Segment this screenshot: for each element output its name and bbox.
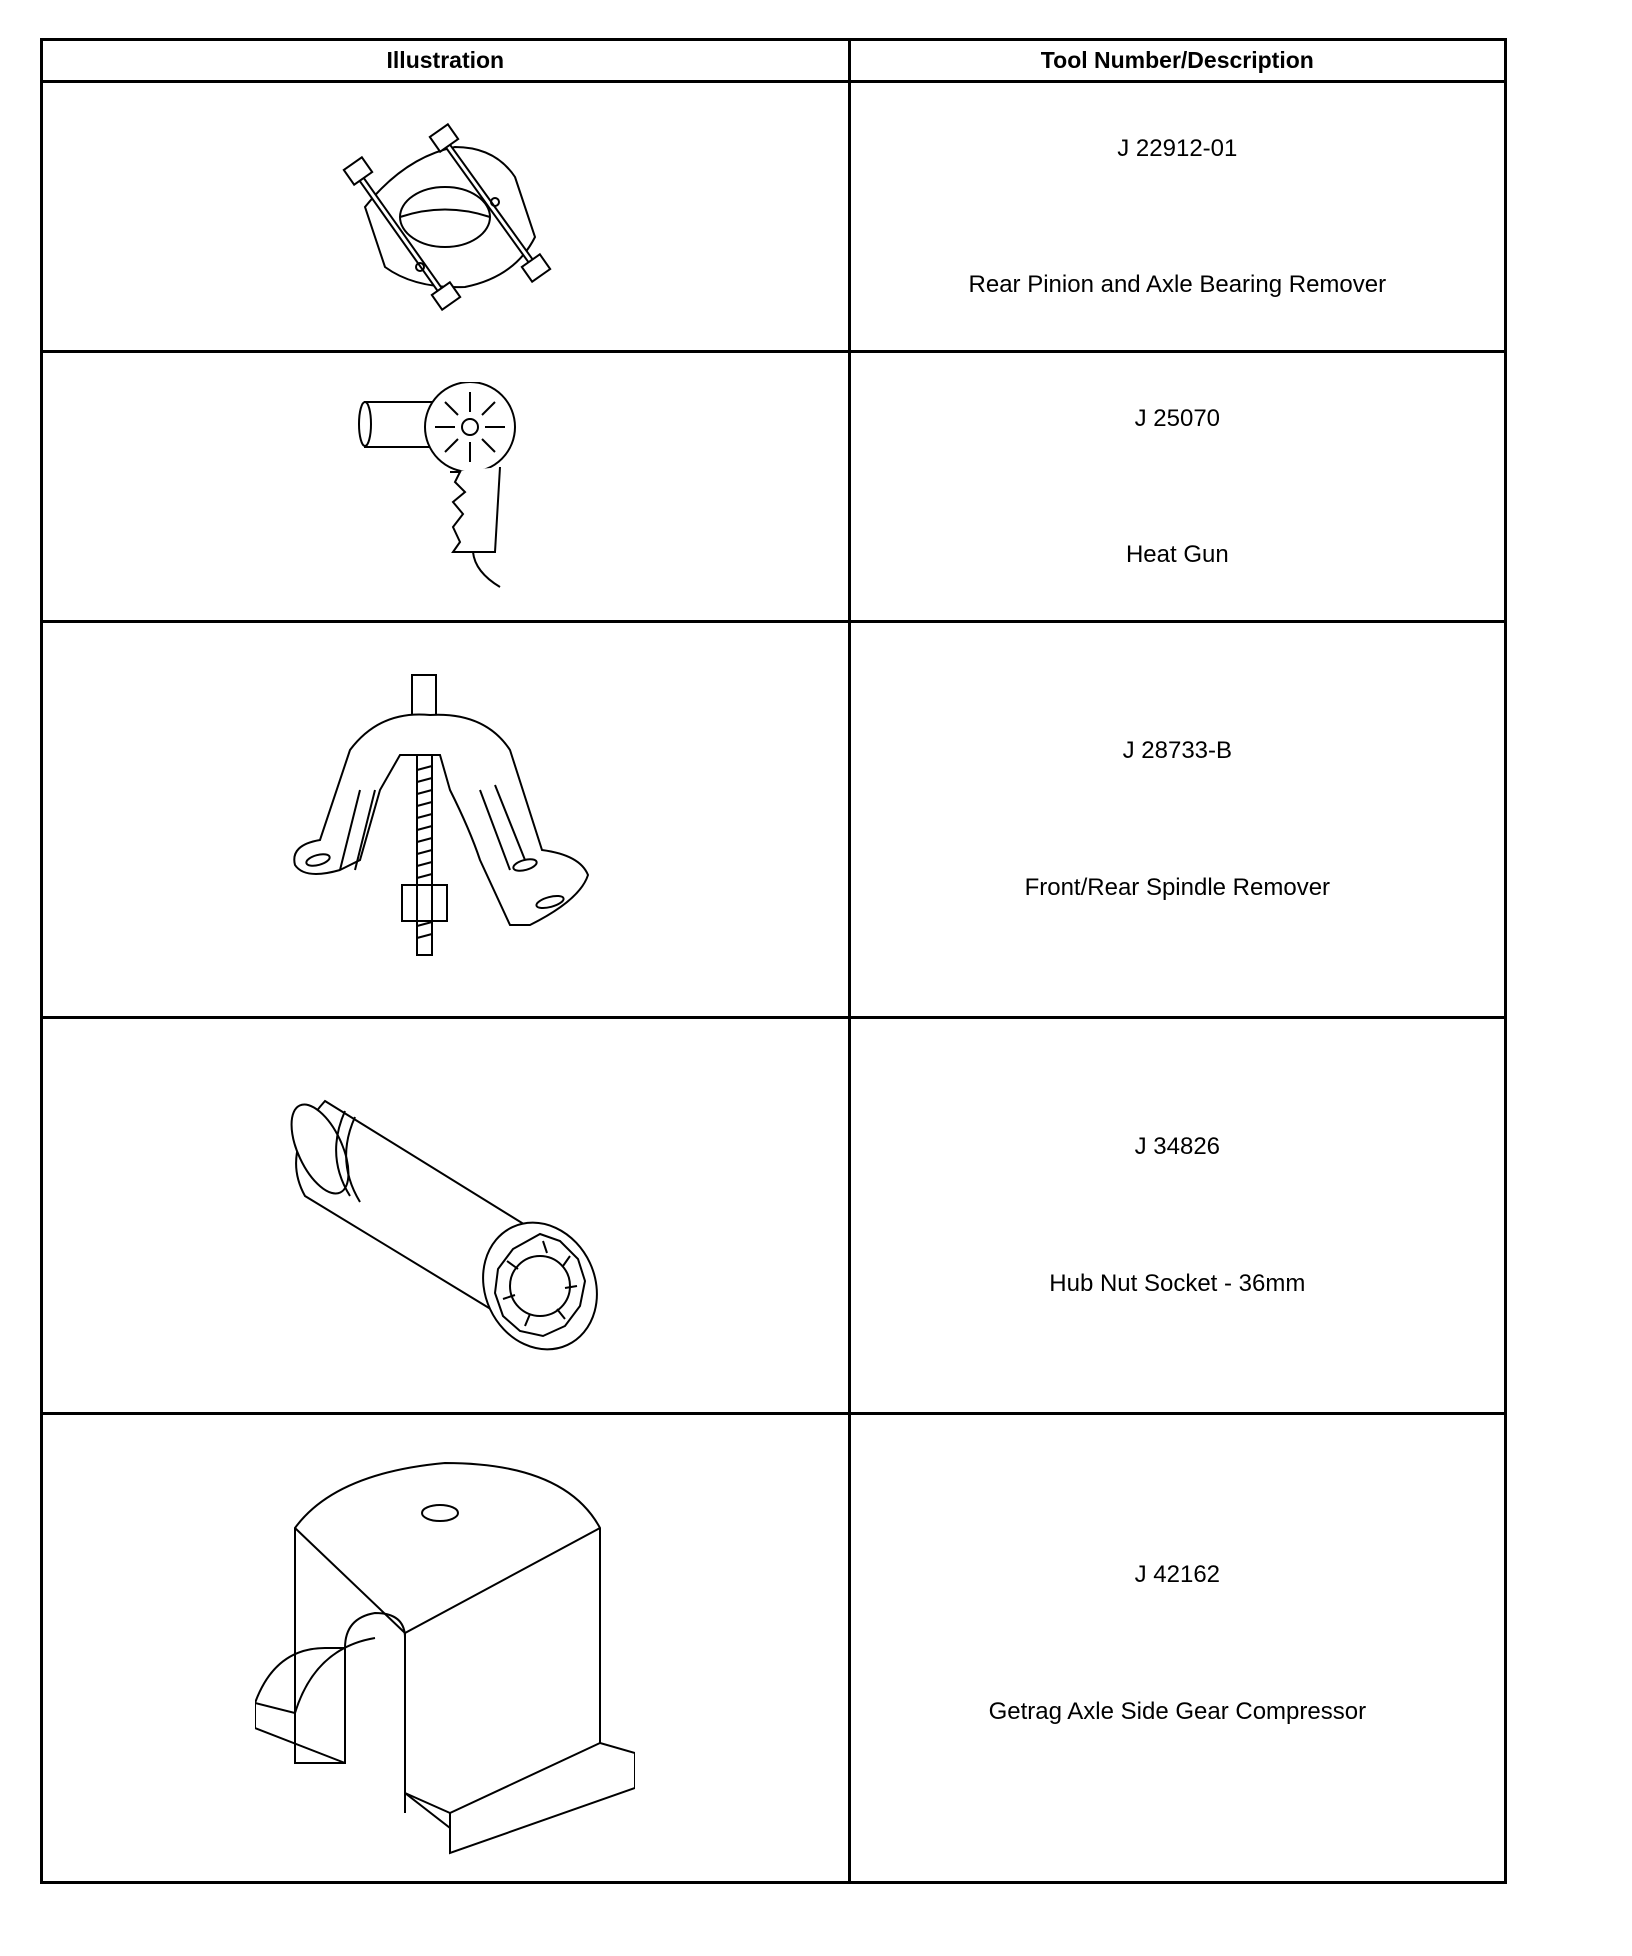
tool-description: Hub Nut Socket - 36mm — [1049, 1270, 1306, 1297]
description-cell: J 22912-01 Rear Pinion and Axle Bearing … — [847, 80, 1508, 353]
heat-gun-icon — [345, 382, 545, 592]
illustration-cell — [40, 350, 851, 623]
tool-number: J 42162 — [1134, 1561, 1221, 1588]
description-cell: J 42162 Getrag Axle Side Gear Compressor — [847, 1412, 1508, 1884]
header-tool-number-description: Tool Number/Description — [847, 38, 1508, 83]
spindle-remover-icon — [280, 670, 610, 970]
table-row: J 22912-01 Rear Pinion and Axle Bearing … — [40, 80, 1508, 353]
tool-description: Rear Pinion and Axle Bearing Remover — [968, 271, 1387, 298]
description-cell: J 25070 Heat Gun — [847, 350, 1508, 623]
illustration-cell — [40, 80, 851, 353]
tool-description: Front/Rear Spindle Remover — [1024, 874, 1331, 901]
tool-number: J 28733-B — [1122, 737, 1233, 764]
bearing-separator-icon — [335, 117, 555, 317]
table-row: J 34826 Hub Nut Socket - 36mm — [40, 1016, 1508, 1415]
tool-number: J 25070 — [1134, 405, 1221, 432]
table-header-row: Illustration Tool Number/Description — [40, 38, 1508, 83]
table-row: J 28733-B Front/Rear Spindle Remover — [40, 620, 1508, 1019]
tool-description: Getrag Axle Side Gear Compressor — [988, 1698, 1367, 1725]
header-illustration: Illustration — [40, 38, 851, 83]
description-cell: J 34826 Hub Nut Socket - 36mm — [847, 1016, 1508, 1415]
table-row: J 42162 Getrag Axle Side Gear Compressor — [40, 1412, 1508, 1884]
tool-number: J 22912-01 — [1117, 135, 1238, 162]
table-row: J 25070 Heat Gun — [40, 350, 1508, 623]
gear-compressor-icon — [255, 1433, 636, 1863]
illustration-cell — [40, 1016, 851, 1415]
hub-nut-socket-icon — [285, 1081, 605, 1351]
illustration-cell — [40, 620, 851, 1019]
description-cell: J 28733-B Front/Rear Spindle Remover — [847, 620, 1508, 1019]
tool-description: Heat Gun — [1125, 541, 1229, 568]
tool-number: J 34826 — [1134, 1133, 1221, 1160]
special-tools-table: Illustration Tool Number/Description — [40, 38, 1508, 1884]
illustration-cell — [40, 1412, 851, 1884]
